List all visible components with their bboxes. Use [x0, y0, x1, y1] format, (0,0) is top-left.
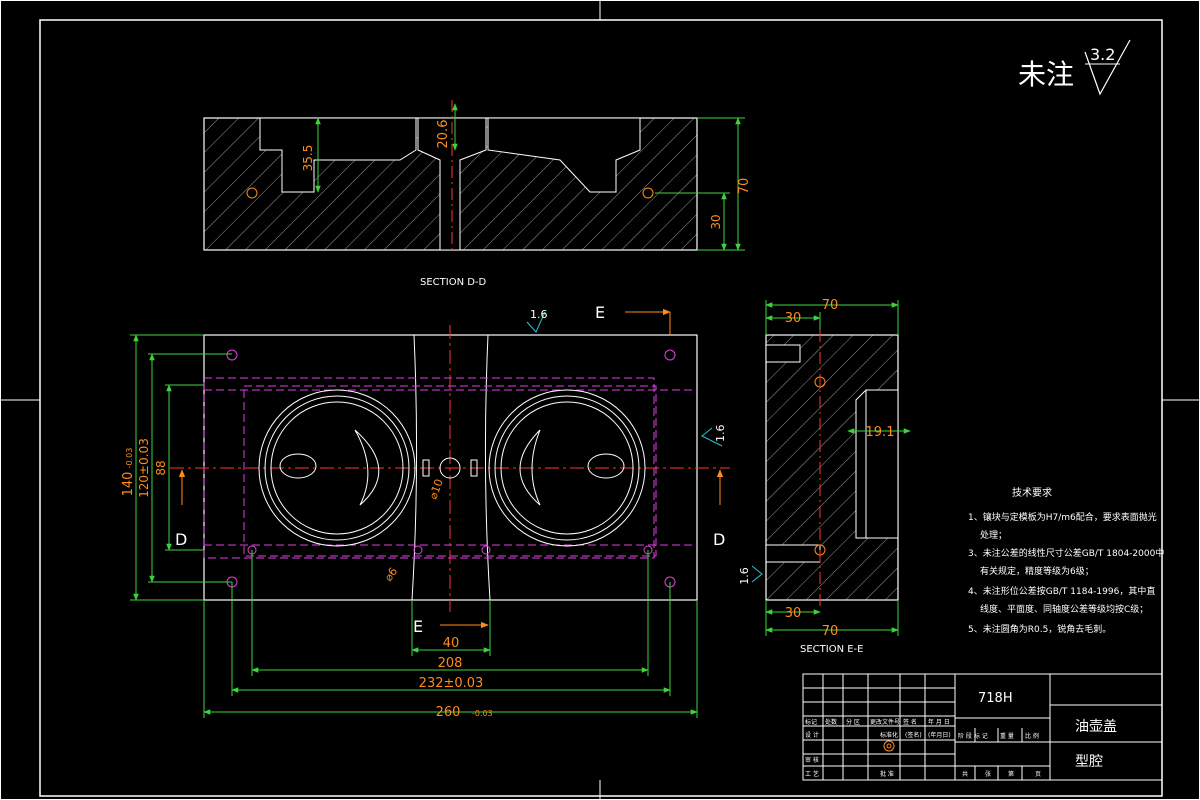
dim-120: 120±0.03	[137, 438, 151, 498]
section-e-top: E	[595, 303, 605, 322]
section-dd-view: 20.6 35.5 70 30 SECTION D-D	[203, 100, 752, 288]
technical-notes: 技术要求 1、镶块与定模板为H7/m6配合，要求表面抛光 处理； 3、未注公差的…	[968, 486, 1164, 635]
dim-140-tol: -0.03	[125, 448, 134, 469]
dim-88: 88	[154, 460, 168, 475]
plan-view: D D E E 1.6 1.6 140 -0.03 120±0.03 88 ⌀1	[121, 303, 730, 720]
ee-dim-30-bottom: 30	[785, 606, 802, 621]
section-ee-view: 70 30 19.1 1.6 30 70 SECTION E-E	[738, 298, 911, 655]
dim-140: 140	[121, 472, 136, 497]
hdr-1: 处数	[825, 718, 837, 726]
hdr-4: 签 名	[903, 718, 917, 726]
roughness-label: 未注	[1018, 58, 1074, 91]
ee-dim-19-1: 19.1	[866, 425, 895, 440]
title-block-text: 718H 油壶盖 型腔 标记 处数 分 区 更改文件号 签 名 年 月 日 设 …	[805, 691, 1117, 778]
section-d-right: D	[713, 530, 725, 549]
note-line-3: 3、未注公差的线性尺寸公差GB/T 1804-2000中	[968, 547, 1164, 559]
notes-title: 技术要求	[1012, 486, 1052, 499]
hdr-2: 分 区	[846, 718, 860, 726]
note-line-7: 5、未注圆角为R0.5，锐角去毛刺。	[968, 623, 1111, 635]
scale-label: 比 例	[1025, 732, 1039, 740]
dim-30: 30	[709, 214, 723, 229]
dim-260-tol: -0.03	[472, 709, 493, 718]
ee-dim-70-bottom: 70	[822, 624, 839, 639]
note-line-2: 处理；	[980, 529, 1007, 541]
sheet-total-label: 共	[962, 770, 968, 778]
weight-label: 重 量	[1000, 732, 1014, 740]
title-block	[802, 673, 1163, 781]
hdr-5: 年 月 日	[928, 718, 950, 726]
ee-rough-1-6: 1.6	[738, 567, 751, 585]
ee-dim-70-top: 70	[822, 298, 839, 313]
row-process: 工 艺	[805, 770, 819, 778]
dim-232: 232±0.03	[419, 676, 484, 691]
hdr-0: 标记	[805, 718, 817, 726]
section-dd-label: SECTION D-D	[420, 277, 487, 288]
dim-40: 40	[443, 636, 460, 651]
note-line-1: 1、镶块与定模板为H7/m6配合，要求表面抛光	[968, 511, 1157, 523]
note-line-6: 线度、平面度、同轴度公差等级均按C级；	[980, 603, 1148, 615]
row-design: 设 计	[805, 731, 819, 739]
row-review: 审 核	[805, 756, 819, 764]
sheet-no-label: 第	[1008, 770, 1014, 778]
material: 718H	[978, 691, 1013, 706]
sheet-unit-label: 张	[985, 770, 991, 778]
note-line-5: 4、未注形位公差按GB/T 1184-1996，其中直	[968, 585, 1155, 597]
dim-20-6: 20.6	[436, 120, 451, 149]
dim-phi6: ⌀6	[382, 565, 400, 584]
hdr-3: 更改文件号	[870, 718, 900, 726]
ee-dim-30-top: 30	[785, 311, 802, 326]
sign-label: (签名)	[905, 731, 922, 739]
date-label: (年月日)	[928, 731, 951, 739]
dim-phi10: ⌀10	[427, 477, 446, 501]
dim-208: 208	[438, 656, 463, 671]
dim-35-5: 35.5	[301, 145, 315, 172]
sheet-page-label: 页	[1035, 771, 1041, 778]
rough-1-6-top: 1.6	[530, 308, 548, 321]
drawing-name: 型腔	[1075, 754, 1103, 770]
approve-label: 批 准	[880, 770, 894, 778]
part-name: 油壶盖	[1075, 719, 1117, 735]
roughness-value: 3.2	[1090, 45, 1115, 64]
section-ee-label: SECTION E-E	[800, 644, 863, 655]
dim-260: 260	[436, 705, 461, 720]
std-label: 标准化	[880, 731, 898, 739]
rough-1-6-right: 1.6	[714, 425, 727, 443]
dim-70: 70	[737, 178, 752, 195]
section-d-left: D	[175, 530, 187, 549]
roughness-symbol: 未注 3.2	[1018, 39, 1131, 96]
section-e-bottom: E	[413, 617, 423, 636]
note-line-4: 有关规定，精度等级为6级；	[980, 565, 1094, 577]
stage-label: 阶 段 标 记	[958, 732, 988, 740]
